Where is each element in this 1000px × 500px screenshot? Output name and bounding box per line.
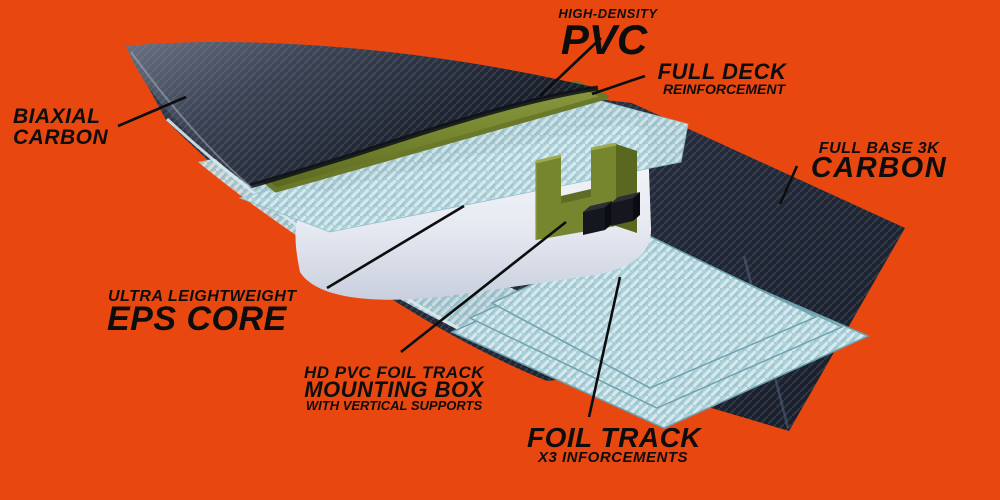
label-eps-line1: ULTRA LEIGHTWEIGHT (108, 288, 297, 305)
label-full-deck-reinforcement: FULL DECK REINFORCEMENT (658, 59, 788, 97)
track-insert-1-top (583, 201, 612, 212)
label-mounting-box-line1: HD PVC FOIL TRACK (304, 363, 485, 382)
label-full-deck-line2: REINFORCEMENT (663, 81, 787, 97)
label-pvc-line2: PVC (561, 16, 648, 63)
eps-core-pointer-line (326, 204, 465, 290)
label-eps-core: ULTRA LEIGHTWEIGHT EPS CORE (107, 288, 297, 338)
track-insert-2-side (633, 192, 640, 221)
foil-track-inserts (583, 192, 640, 235)
track-insert-1-front (583, 207, 605, 235)
full-base-pointer-line (778, 165, 799, 205)
label-pvc-line1: HIGH-DENSITY (558, 6, 658, 21)
deck-cut-edge (249, 85, 599, 189)
pointer-lines (117, 37, 799, 418)
nose-rail-highlight (130, 51, 253, 189)
label-full-base-3k-carbon: FULL BASE 3K CARBON (811, 140, 947, 184)
label-mounting-box: HD PVC FOIL TRACK MOUNTING BOX WITH VERT… (304, 363, 485, 413)
label-biaxial-line1: BIAXIAL (13, 105, 101, 128)
label-biaxial-carbon: BIAXIAL CARBON (13, 105, 108, 149)
label-full-base-line2: CARBON (811, 152, 947, 184)
deck-weave-texture (126, 42, 598, 186)
label-full-deck-line1: FULL DECK (658, 59, 788, 84)
biaxial-pointer-line (117, 95, 187, 128)
mounting-box-pointer-line (400, 220, 567, 354)
track-insert-2-top (611, 192, 640, 203)
labels: HIGH-DENSITY PVC FULL DECK REINFORCEMENT… (13, 6, 947, 466)
label-foil-track: FOIL TRACK X3 INFORCEMENTS (527, 422, 702, 466)
track-insert-2-front (611, 198, 633, 226)
label-biaxial-line2: CARBON (13, 126, 108, 149)
label-eps-line2: EPS CORE (107, 300, 288, 338)
foil-track-pointer-line (587, 276, 622, 418)
label-foil-track-line1: FOIL TRACK (527, 422, 702, 453)
label-foil-track-line2: X3 INFORCEMENTS (537, 449, 688, 466)
label-high-density-pvc: HIGH-DENSITY PVC (558, 6, 658, 63)
label-full-base-line1: FULL BASE 3K (819, 140, 940, 157)
mounting-box-top-edges (535, 142, 617, 164)
board-illustration (126, 42, 905, 431)
label-mounting-box-line2: MOUNTING BOX (304, 377, 484, 402)
track-insert-1-side (605, 201, 612, 230)
mounting-box-inner-shadow (561, 189, 591, 204)
label-mounting-box-line3: WITH VERTICAL SUPPORTS (306, 398, 483, 413)
full-deck-pointer-line (591, 74, 646, 96)
pvc-pointer-line (539, 37, 602, 97)
